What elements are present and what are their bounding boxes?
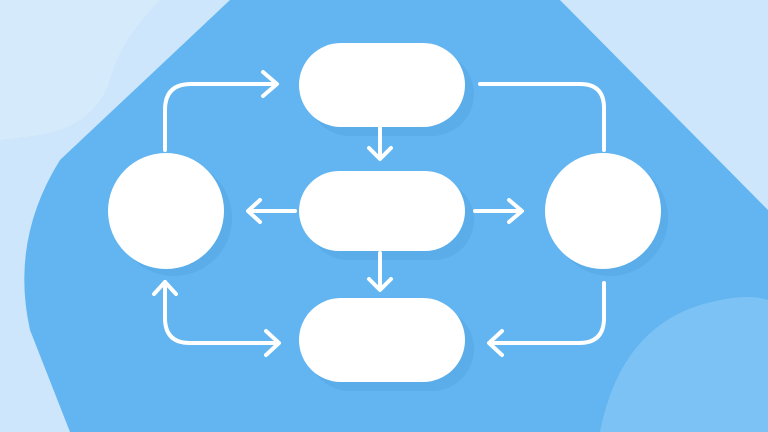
arrowhead-left-to-bottom: [264, 329, 281, 357]
node-pill-bottom: [299, 298, 465, 382]
arrowhead-middle-to-left: [246, 198, 262, 224]
nodes: [108, 43, 661, 382]
node-pill-top: [299, 43, 465, 127]
arrowhead-top-to-middle: [367, 146, 393, 161]
node-circle-left: [108, 153, 224, 269]
arrowhead-bottom-to-left: [152, 280, 178, 296]
node-circle-right: [545, 153, 661, 269]
corner-blob-top-right: [560, 0, 768, 200]
arrowhead-middle-to-bottom: [367, 277, 393, 292]
edge-left-to-top: [163, 82, 277, 152]
arrowhead-right-to-bottom: [487, 329, 504, 357]
edge-right-to-bottom: [488, 281, 606, 345]
connectors: [152, 70, 606, 357]
corner-blob-bottom-right: [600, 296, 768, 432]
arrowhead-middle-to-right: [507, 198, 524, 224]
arrowhead-left-to-top: [261, 70, 279, 98]
edge-left-bottom: [163, 280, 280, 345]
edge-top-to-right: [478, 82, 606, 152]
node-pill-middle: [299, 171, 465, 251]
corner-blob-top-left: [0, 0, 160, 140]
